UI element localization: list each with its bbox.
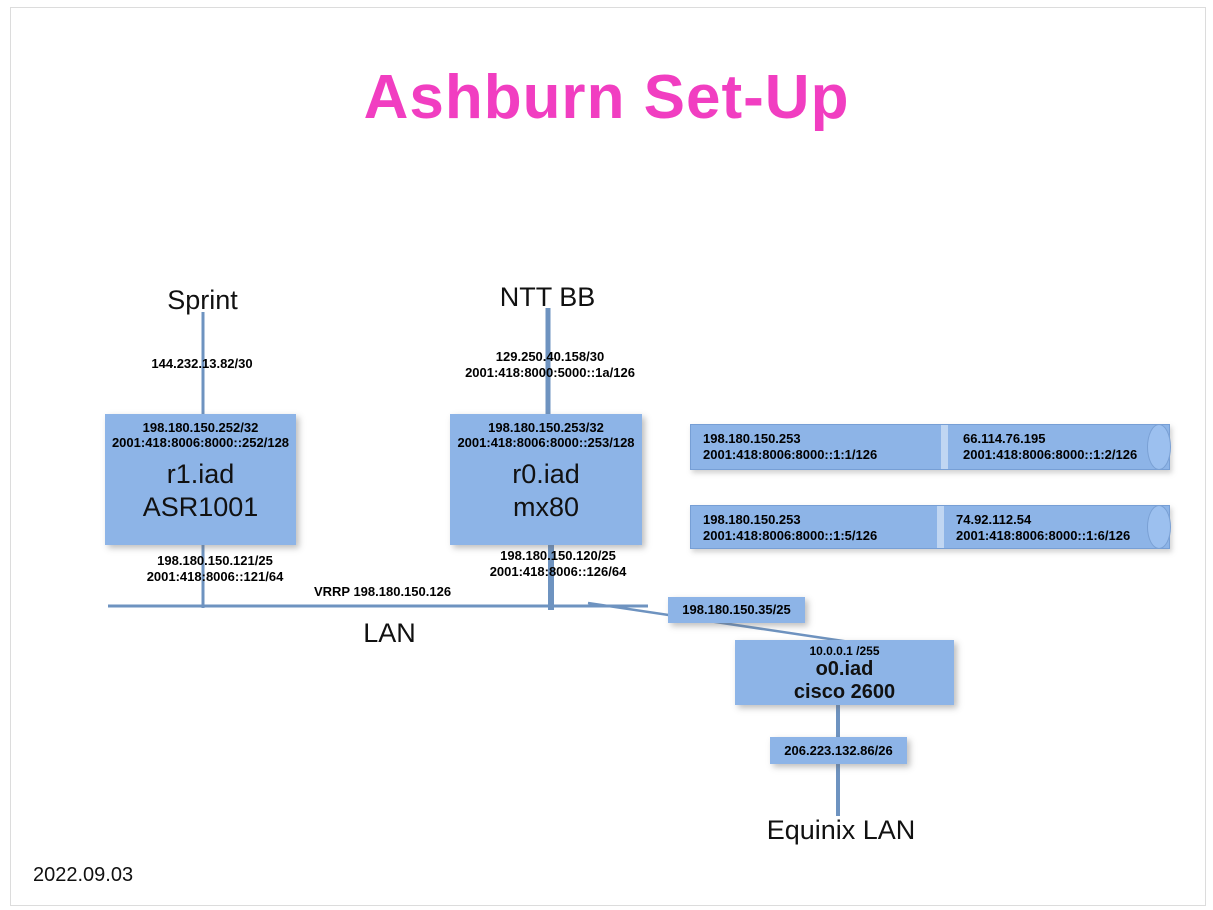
provider-label-sprint: Sprint bbox=[167, 285, 238, 315]
tunnel2-right-v4: 74.92.112.54 bbox=[956, 512, 1032, 527]
slide-date: 2022.09.03 bbox=[33, 864, 134, 886]
tunnel2-right-v6: 2001:418:8006:8000::1:6/126 bbox=[956, 528, 1131, 543]
oob-uplink-address-chip: 198.180.150.35/25 bbox=[668, 597, 805, 623]
r0-loopback-v6: 2001:418:8006:8000::253/128 bbox=[457, 435, 635, 450]
tunnel1-left-v6: 2001:418:8006:8000::1:1/126 bbox=[703, 447, 878, 462]
r0-model: mx80 bbox=[512, 492, 580, 522]
spacer bbox=[105, 450, 296, 458]
tunnel-cylinder-1: 198.180.150.253 2001:418:8006:8000::1:1/… bbox=[690, 424, 1171, 470]
tunnel-cylinder-2: 198.180.150.253 2001:418:8006:8000::1:5/… bbox=[690, 505, 1171, 549]
provider-label-ntt-bb: NTT BB bbox=[499, 282, 596, 312]
router-node-r0-iad: 198.180.150.253/32 2001:418:8006:8000::2… bbox=[450, 414, 642, 545]
tunnel-seam bbox=[941, 425, 948, 469]
r0-lan-v6: 2001:418:8006::126/64 bbox=[489, 564, 627, 579]
r1-lan-v4: 198.180.150.121/25 bbox=[157, 553, 273, 568]
equinix-lan-label: Equinix LAN bbox=[766, 815, 916, 845]
oob-downlink-address-chip: 206.223.132.86/26 bbox=[770, 737, 907, 764]
ntt-link-v4: 129.250.40.158/30 bbox=[495, 349, 605, 364]
slide-title: Ashburn Set-Up bbox=[363, 63, 850, 132]
vrrp-address-label: VRRP 198.180.150.126 bbox=[313, 584, 452, 599]
tunnel-end-cap bbox=[1147, 424, 1171, 470]
oob-ip: 10.0.0.1 /255 bbox=[809, 644, 880, 658]
spacer bbox=[450, 450, 642, 458]
tunnel1-right-v4: 66.114.76.195 bbox=[963, 431, 1046, 446]
tunnel2-left-endpoint: 198.180.150.253 2001:418:8006:8000::1:5/… bbox=[703, 512, 877, 544]
r0-lan-address: 198.180.150.120/25 2001:418:8006::126/64 bbox=[460, 548, 656, 580]
tunnel2-right-endpoint: 74.92.112.54 2001:418:8006:8000::1:6/126 bbox=[956, 512, 1130, 544]
sprint-link-address: 144.232.13.82/30 bbox=[151, 356, 253, 371]
r1-lan-v6: 2001:418:8006::121/64 bbox=[146, 569, 284, 584]
r1-lan-address: 198.180.150.121/25 2001:418:8006::121/64 bbox=[115, 553, 315, 585]
r1-model: ASR1001 bbox=[142, 492, 259, 522]
oob-model: cisco 2600 bbox=[793, 681, 896, 703]
r1-hostname: r1.iad bbox=[166, 459, 235, 489]
lan-label: LAN bbox=[363, 618, 416, 648]
tunnel-end-cap bbox=[1147, 505, 1171, 549]
router-node-r1-iad: 198.180.150.252/32 2001:418:8006:8000::2… bbox=[105, 414, 296, 545]
r0-lan-v4: 198.180.150.120/25 bbox=[500, 548, 616, 563]
tunnel2-left-v6: 2001:418:8006:8000::1:5/126 bbox=[703, 528, 878, 543]
r0-loopback-v4: 198.180.150.253/32 bbox=[488, 420, 604, 435]
r1-loopback-v6: 2001:418:8006:8000::252/128 bbox=[111, 435, 290, 450]
tunnel1-left-v4: 198.180.150.253 bbox=[703, 431, 801, 446]
tunnel1-left-endpoint: 198.180.150.253 2001:418:8006:8000::1:1/… bbox=[703, 431, 877, 463]
r1-loopback-v4: 198.180.150.252/32 bbox=[142, 420, 259, 435]
tunnel2-left-v4: 198.180.150.253 bbox=[703, 512, 801, 527]
tunnel1-right-endpoint: 66.114.76.195 2001:418:8006:8000::1:2/12… bbox=[963, 431, 1137, 463]
tunnel-seam bbox=[937, 506, 944, 548]
r0-hostname: r0.iad bbox=[512, 459, 580, 489]
tunnel1-right-v6: 2001:418:8006:8000::1:2/126 bbox=[963, 447, 1138, 462]
ntt-link-address: 129.250.40.158/30 2001:418:8000:5000::1a… bbox=[455, 349, 645, 381]
oob-hostname: o0.iad bbox=[815, 658, 874, 680]
ntt-link-v6: 2001:418:8000:5000::1a/126 bbox=[465, 365, 635, 380]
oob-router-node: 10.0.0.1 /255 o0.iad cisco 2600 bbox=[735, 640, 954, 705]
